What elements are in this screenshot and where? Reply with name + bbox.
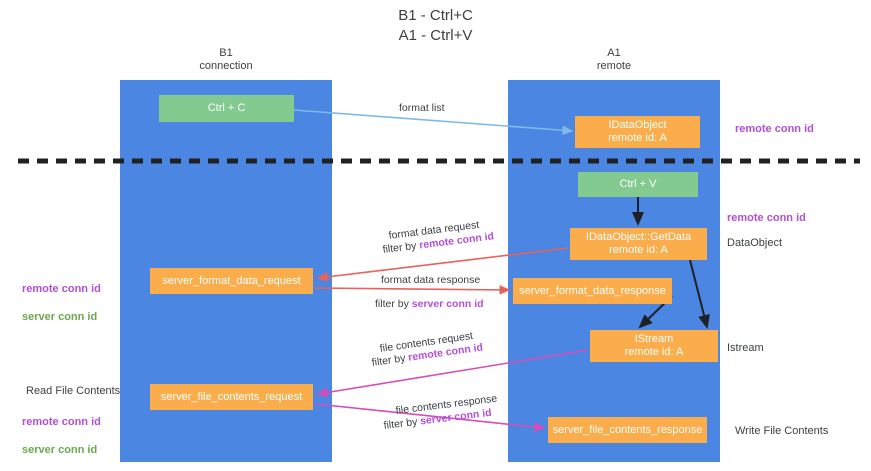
annotation-read-file-contents: Read File Contents bbox=[26, 385, 121, 397]
node-istream[interactable]: IStream remote id: A bbox=[590, 330, 718, 362]
node-ctrl-c[interactable]: Ctrl + C bbox=[159, 95, 294, 122]
filter-value-server-conn-id: server conn id bbox=[411, 298, 484, 310]
swimlane-header-b1: B1 connection bbox=[199, 47, 253, 72]
annotation-server-conn-id: server conn id bbox=[22, 311, 98, 323]
annotation-left-conn-ids-bottom: remote conn id server conn id bbox=[22, 401, 101, 471]
node-server-file-contents-response[interactable]: server_file_contents_response bbox=[548, 417, 707, 443]
filter-prefix: filter by bbox=[382, 239, 420, 256]
annotation-remote-conn-id-top: remote conn id bbox=[735, 123, 814, 135]
filter-prefix: filter by bbox=[375, 298, 412, 310]
node-server-format-data-request[interactable]: server_format_data_request bbox=[150, 268, 313, 294]
node-idataobject-getdata[interactable]: IDataObject::GetData remote id: A bbox=[570, 228, 707, 260]
annotation-remote-conn-id: remote conn id bbox=[22, 416, 101, 428]
annotation-remote-conn-id: remote conn id bbox=[22, 283, 101, 295]
node-server-file-contents-request[interactable]: server_file_contents_request bbox=[150, 384, 313, 410]
annotation-dataobject: DataObject bbox=[727, 237, 783, 249]
annotation-left-conn-ids-mid: remote conn id server conn id bbox=[22, 268, 101, 338]
annotation-remote-conn-id-mid: remote conn id bbox=[727, 212, 806, 224]
annotation-istream: Istream bbox=[727, 342, 764, 354]
filter-prefix: filter by bbox=[371, 351, 410, 369]
filter-prefix: filter by bbox=[383, 415, 421, 432]
annotation-write-file-contents: Write File Contents bbox=[735, 425, 829, 437]
edge-label-format-list: format list bbox=[399, 102, 445, 114]
swimlane-header-a1: A1 remote bbox=[596, 47, 632, 72]
node-ctrl-v[interactable]: Ctrl + V bbox=[578, 172, 698, 197]
edge-label-format-data-response-filter: filter by server conn id bbox=[375, 298, 484, 311]
edge-label-format-data-response: format data response bbox=[381, 274, 481, 286]
node-idataobject[interactable]: IDataObject remote id: A bbox=[575, 116, 700, 148]
diagram-title: B1 - Ctrl+C A1 - Ctrl+V bbox=[398, 7, 473, 44]
annotation-server-conn-id: server conn id bbox=[22, 444, 98, 456]
node-server-format-data-response[interactable]: server_format_data_response bbox=[513, 278, 672, 304]
